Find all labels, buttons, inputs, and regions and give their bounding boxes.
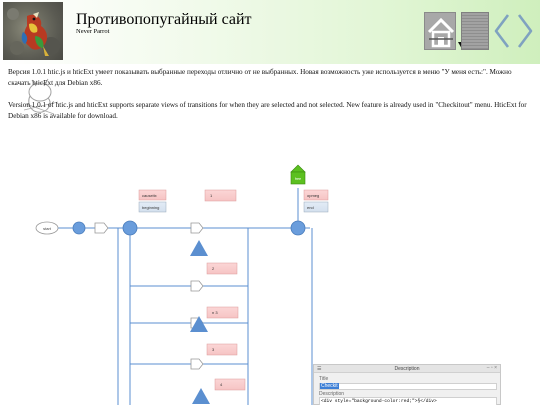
description-input[interactable]: <div style="background-color:red;">§</di…	[319, 397, 497, 405]
note[interactable]: causeitx	[138, 189, 167, 201]
home-marker[interactable]: free	[290, 164, 306, 185]
note[interactable]: opmeg	[303, 189, 329, 201]
note-text: 2	[212, 266, 215, 271]
home-icon	[427, 17, 455, 48]
note[interactable]: 1	[204, 189, 237, 202]
news-paragraph-en: Version 1.0.1 of htic.js and hticExt sup…	[8, 101, 527, 120]
title-label: Title	[319, 376, 329, 382]
start-node[interactable]	[35, 221, 59, 235]
note[interactable]: end	[303, 201, 329, 213]
note-text: 1	[210, 193, 213, 198]
state-transition-diagram: start causeitx beginning 1 2 n 3 3 4	[35, 164, 329, 405]
transition-node[interactable]	[190, 222, 204, 234]
state-node[interactable]	[122, 220, 138, 236]
site-header: Противопопугайный сайт Never Parrot	[0, 0, 540, 64]
progress-bar-button[interactable]	[461, 12, 489, 50]
note-text: n 3	[212, 310, 218, 315]
transition-node[interactable]	[94, 222, 109, 234]
chevron-left-icon	[494, 14, 510, 48]
note[interactable]: 4	[214, 378, 246, 391]
note-text: beginning	[142, 205, 159, 210]
home-button[interactable]	[424, 12, 456, 50]
note-text: opmeg	[307, 193, 319, 198]
site-subtitle: Never Parrot	[76, 28, 110, 35]
description-panel[interactable]: ☰ Description – ▫ × Title Checkit Descri…	[313, 364, 501, 405]
description-label: Description	[319, 391, 345, 397]
note[interactable]: 3	[206, 343, 238, 356]
note-text: causeitx	[142, 193, 157, 198]
title-input[interactable]: Checkit	[319, 383, 497, 390]
transition-node[interactable]	[190, 280, 204, 292]
prev-button[interactable]	[492, 12, 512, 50]
branch-triangle[interactable]	[190, 240, 208, 256]
note-text: end	[307, 205, 314, 210]
site-title: Противопопугайный сайт	[76, 11, 252, 28]
note[interactable]: n 3	[206, 306, 239, 319]
title-input-selection: Checkit	[320, 383, 339, 389]
news-paragraph-ru: Версия 1.0.1 htic.js и hticExt умеет пок…	[8, 68, 512, 87]
panel-titlebar[interactable]: ☰ Description – ▫ ×	[314, 365, 500, 373]
transition-node[interactable]	[190, 358, 204, 370]
start-label: start	[43, 226, 52, 231]
state-node[interactable]	[290, 220, 306, 236]
note-text: 3	[212, 347, 215, 352]
chevron-right-icon	[517, 14, 533, 48]
note[interactable]: beginning	[138, 201, 167, 213]
note-text: 4	[220, 382, 223, 387]
branch-triangle[interactable]	[190, 316, 208, 332]
window-controls-icon[interactable]: – ▫ ×	[486, 365, 497, 371]
state-node[interactable]	[72, 221, 86, 235]
branch-triangle[interactable]	[192, 388, 210, 404]
home-marker-label: free	[295, 177, 301, 181]
menu-icon[interactable]: ☰	[317, 366, 322, 372]
panel-title: Description	[394, 366, 420, 372]
parrot-sketch-stamp	[23, 78, 59, 115]
parrot-logo[interactable]	[3, 2, 63, 60]
note[interactable]: 2	[206, 262, 238, 275]
next-button[interactable]	[515, 12, 535, 50]
